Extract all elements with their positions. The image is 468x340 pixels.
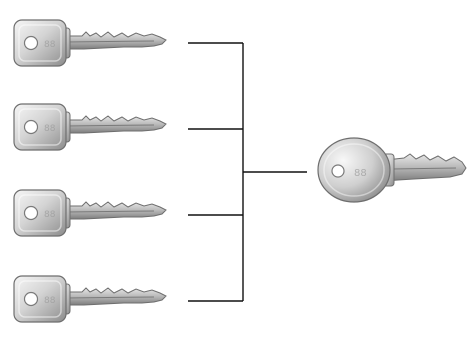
connector-lines: [188, 42, 307, 302]
child-key-2: [13, 103, 167, 151]
child-key-3: [13, 189, 167, 237]
master-key: 88: [317, 137, 467, 203]
svg-text:88: 88: [354, 168, 367, 179]
child-key-4: [13, 275, 167, 323]
child-key-1: [13, 19, 167, 67]
